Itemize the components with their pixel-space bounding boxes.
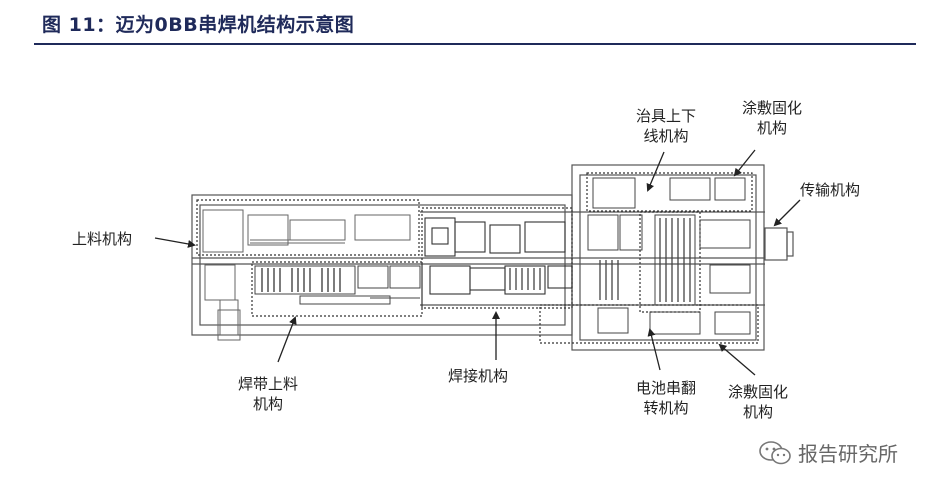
label-coating-curing-top: 涂敷固化 机构: [742, 98, 802, 138]
frame-outline: [191, 164, 794, 351]
figure-title: 图 11：迈为0BB串焊机结构示意图: [42, 14, 355, 36]
label-string-flipping-line2: 转机构: [643, 399, 689, 417]
label-coating-curing-top-line2: 机构: [757, 119, 788, 137]
welding-ticks: [509, 268, 541, 290]
label-string-flipping-mechanism: 电池串翻 转机构: [636, 378, 696, 418]
right-section: [587, 177, 751, 335]
watermark: 报告研究所: [758, 438, 898, 467]
watermark-text: 报告研究所: [798, 442, 898, 466]
dotted-module-boundaries: [196, 172, 759, 344]
callout-arrows: [154, 149, 801, 376]
wechat-icon: [759, 440, 791, 464]
label-transmission-mechanism: 传输机构: [800, 181, 861, 199]
label-fixture-loading-mechanism: 治具上下 线机构: [636, 106, 696, 146]
label-coating-curing-top-line1: 涂敷固化: [742, 99, 803, 117]
label-ribbon-feeding-mechanism: 焊带上料 机构: [238, 374, 298, 414]
label-ribbon-feeding-line1: 焊带上料: [238, 375, 299, 393]
ribbon-feeder-ticks: [261, 268, 341, 292]
label-coating-curing-bottom: 涂敷固化 机构: [728, 382, 788, 422]
label-loading-mechanism: 上料机构: [72, 230, 133, 248]
label-fixture-loading-line1: 治具上下: [636, 107, 697, 125]
label-coating-curing-bottom-line2: 机构: [743, 403, 774, 421]
ribbon-feeder-section: [254, 265, 421, 305]
label-ribbon-feeding-line2: 机构: [253, 395, 284, 413]
welding-section: [424, 217, 573, 295]
right-rails: [599, 218, 691, 302]
label-fixture-loading-line2: 线机构: [643, 127, 689, 145]
title-underline: [34, 43, 916, 45]
label-coating-curing-bottom-line1: 涂敷固化: [728, 383, 789, 401]
label-welding-mechanism: 焊接机构: [448, 367, 509, 385]
loader-section: [202, 209, 411, 341]
label-string-flipping-line1: 电池串翻: [636, 379, 697, 397]
